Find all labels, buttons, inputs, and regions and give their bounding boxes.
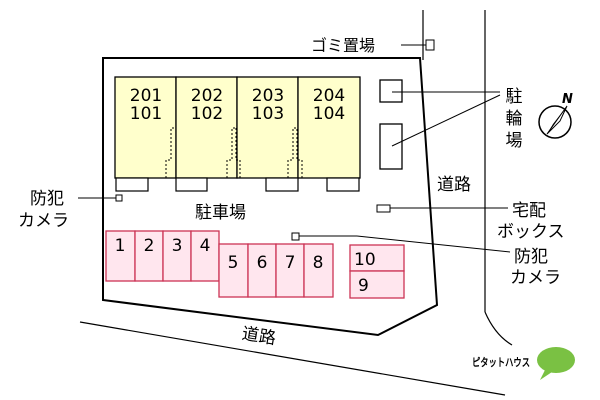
parking-space-4 [190,230,220,282]
bicycle-rack-2 [379,123,403,170]
camera-left-label-2: カメラ [18,211,69,231]
stair-outline-5 [296,128,303,178]
parking-number-8: 8 [313,253,324,273]
garbage-area-label: ゴミ置場 [311,36,375,55]
north-arrow: N [538,92,573,139]
parking-number-4: 4 [200,236,211,256]
camera-right-label-2: カメラ [510,268,561,288]
delivery-box-icon [376,204,391,213]
road-bottom-edge [79,321,506,396]
stair-outline-2 [226,127,237,178]
camera-right-label-1: 防犯 [514,247,548,267]
stair-outline-1 [165,127,176,178]
parking-lot-label: 駐車場 [195,203,246,223]
unit-number-102: 102 [191,104,223,124]
parking-number-7: 7 [285,253,296,273]
security-camera-right [291,232,300,241]
camera-right-leader-line-2 [356,235,511,253]
logo-leaf-tail [540,370,552,380]
unit-number-103: 103 [252,104,284,124]
bicycle-parking-label-2: 輪 [506,109,523,129]
bicycle-rack-1 [379,79,403,103]
unit-number-204: 204 [313,86,345,106]
parking-space-3 [162,230,192,282]
parking-number-1: 1 [115,236,126,256]
parking-number-3: 3 [172,236,183,256]
bicycle-leader-line-2 [391,94,501,147]
balcony-1 [115,177,149,192]
unit-number-203: 203 [252,86,284,106]
parking-number-9: 9 [358,276,369,296]
building: 201 101 202 102 203 103 204 104 [114,76,361,192]
unit-number-202: 202 [191,86,223,106]
garbage-box [425,39,435,51]
camera-left-label-1: 防犯 [30,189,64,209]
road-label-right: 道路 [437,175,471,195]
delivery-box-label-2: ボックス [497,222,565,242]
road-label-bottom: 道路 [241,324,278,349]
road-curve [484,311,513,346]
delivery-box-label-1: 宅配 [512,201,546,221]
parking-number-6: 6 [257,253,268,273]
unit-number-104: 104 [313,104,345,124]
stair-outline-4 [287,127,298,178]
balcony-2 [175,177,208,192]
parking-number-10: 10 [354,250,376,270]
pitat-house-logo: ピタットハウス [472,347,575,380]
stair-outline-3 [235,128,241,178]
bicycle-parking-label-3: 場 [506,131,523,151]
unit-number-101: 101 [130,104,162,124]
north-label: N [562,92,573,107]
bicycle-parking-label-1: 駐 [506,87,523,107]
unit-number-201: 201 [130,86,162,106]
balcony-3 [265,177,299,192]
security-camera-left [115,194,123,202]
parking-space-8 [303,243,334,298]
parking-space-10 [349,244,405,272]
parking-spaces: 1 2 3 4 5 6 7 8 10 9 [105,230,405,299]
parking-space-5 [218,243,249,298]
parking-space-2 [134,230,164,282]
balcony-4 [326,177,360,192]
parking-space-9 [349,270,405,299]
parking-number-2: 2 [144,236,155,256]
logo-leaf-icon [537,347,575,373]
parking-number-5: 5 [228,253,239,273]
logo-text: ピタットハウス [472,356,530,369]
